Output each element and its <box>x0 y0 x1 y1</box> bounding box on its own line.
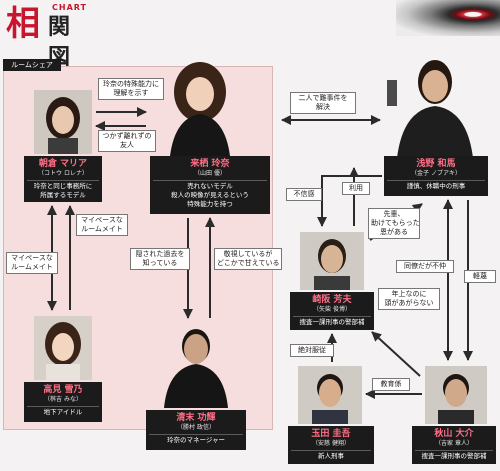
photo-kouki <box>158 322 234 408</box>
desc-mari: 玲奈と同じ事務所に 所属するモデル <box>27 180 99 200</box>
namebox-kazuma: 浅野 和馬 （金子 ノブアキ） 謹慎、休職中の刑事 <box>384 156 488 196</box>
desc-rena: 売れないモデル 殺人の映像が見えるという 特殊能力を持つ <box>153 180 267 209</box>
label-r9: 利用 <box>342 182 370 195</box>
photo-yukino <box>34 316 92 380</box>
actor-yoshio: （矢柴 俊博） <box>313 306 351 313</box>
actor-daisuke: （吉家 章人） <box>435 440 473 447</box>
label-r4: マイペースな ルームメイト <box>6 252 58 274</box>
label-r7: 敬視しているが どこかで甘えている <box>214 248 282 270</box>
namebox-daisuke: 秋山 大介 （吉家 章人） 捜査一課刑事の警部補 <box>412 426 496 464</box>
label-r14: 絶対服従 <box>290 344 334 357</box>
photo-kazuma <box>385 50 477 158</box>
name-mari: 朝倉 マリア <box>38 159 88 169</box>
desc-kouki: 玲奈のマネージャー <box>149 434 243 445</box>
namebox-kouki: 清末 功輝 （勝村 政信） 玲奈のマネージャー <box>146 410 246 450</box>
name-daisuke: 秋山 大介 <box>434 429 474 439</box>
name-rena: 来栖 玲奈 <box>190 159 230 169</box>
actor-mari: （コトウ ロレナ） <box>38 170 88 177</box>
namebox-yukino: 高見 雪乃 （桝吉 みな） 地下アイドル <box>24 382 102 422</box>
photo-keigo <box>298 366 362 424</box>
namebox-keigo: 玉田 圭吾 （安慈 健翔） 新人刑事 <box>288 426 374 464</box>
eye-graphic <box>396 0 500 36</box>
namebox-yoshio: 崎阪 芳夫 （矢柴 俊博） 捜査一課刑事の警部補 <box>290 292 374 330</box>
label-r15: 教育係 <box>372 378 410 391</box>
label-r10: 先輩、 助けてもらった 恩がある <box>368 208 420 239</box>
label-r13: 年上なのに 頭があがらない <box>378 288 440 310</box>
namebox-mari: 朝倉 マリア （コトウ ロレナ） 玲奈と同じ事務所に 所属するモデル <box>24 156 102 202</box>
namebox-rena: 来栖 玲奈 （山田 優） 売れないモデル 殺人の映像が見えるという 特殊能力を持… <box>150 156 270 214</box>
desc-daisuke: 捜査一課刑事の警部補 <box>415 450 493 461</box>
title-kanji-1: 相 <box>6 4 40 44</box>
actor-keigo: （安慈 健翔） <box>312 440 350 447</box>
name-yukino: 高見 雪乃 <box>43 385 83 395</box>
name-yoshio: 崎阪 芳夫 <box>312 295 352 305</box>
photo-yoshio <box>300 232 364 290</box>
actor-yukino: （桝吉 みな） <box>44 396 82 403</box>
name-kazuma: 浅野 和馬 <box>416 159 456 169</box>
label-r5: マイペースな ルームメイト <box>76 214 128 236</box>
title-sub: CHART <box>52 3 88 12</box>
name-kouki: 清末 功輝 <box>176 413 216 423</box>
label-r2: つかず離れずの 友人 <box>98 130 156 152</box>
arrow-r13 <box>371 331 421 377</box>
desc-kazuma: 謹慎、休職中の刑事 <box>387 180 485 191</box>
label-r12: 軽蔑 <box>464 270 496 283</box>
desc-yukino: 地下アイドル <box>27 406 99 417</box>
actor-kazuma: （金子 ノブアキ） <box>411 170 461 177</box>
desc-yoshio: 捜査一課刑事の警部補 <box>293 316 371 327</box>
label-r11: 同僚だが不仲 <box>396 260 454 273</box>
arrow-r8 <box>317 175 382 227</box>
photo-mari <box>34 90 92 154</box>
actor-rena: （山田 優） <box>194 170 226 177</box>
label-r3: 二人で難事件を 解決 <box>290 92 356 114</box>
photo-rena <box>150 56 250 156</box>
label-r6: 隠された過去を 知っている <box>130 248 190 270</box>
name-keigo: 玉田 圭吾 <box>311 429 351 439</box>
actor-kouki: （勝村 政信） <box>177 424 215 431</box>
label-r8: 不信感 <box>286 188 322 201</box>
desc-keigo: 新人刑事 <box>291 450 371 461</box>
label-r1: 玲奈の特殊能力に 理解を示す <box>98 78 164 100</box>
room-share-label: ルームシェア <box>3 59 61 71</box>
photo-daisuke <box>425 366 487 424</box>
